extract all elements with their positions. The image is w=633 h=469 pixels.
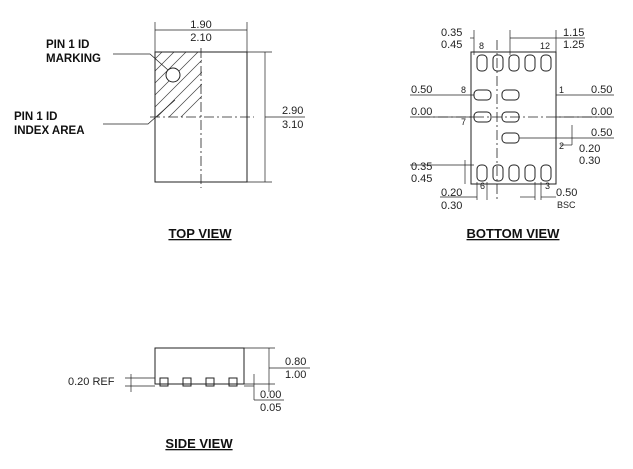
bv-pad-len-min-bottom: 0.35 [411, 161, 432, 173]
bv-left-zero: 0.00 [411, 106, 432, 118]
bottom-view: 0.35 0.45 1.15 1.25 0.50 0.00 0.50 0.00 … [410, 27, 614, 241]
bv-pad-len-max-bottom: 0.45 [411, 173, 432, 185]
bottom-view-outline [470, 51, 557, 185]
bv-pad-w-right-min: 0.20 [579, 143, 600, 155]
pin1-index-label-line1: PIN 1 ID [14, 111, 57, 123]
bv-right-offset-top: 0.50 [591, 84, 612, 96]
top-width-min: 1.90 [190, 19, 211, 31]
pin1-marking-label-line1: PIN 1 ID [46, 39, 89, 51]
side-view: 0.20 REF 0.80 1.00 0.00 0.05 SIDE VIEW [68, 347, 310, 451]
pin1-index-leader [103, 99, 176, 125]
pin1-marking-label-line2: MARKING [46, 53, 101, 65]
pin1-marking-leader [113, 53, 169, 71]
side-view-leads [159, 377, 238, 387]
side-pads [473, 89, 520, 144]
pin-label-2: 2 [559, 141, 564, 151]
top-view-title: TOP VIEW [168, 226, 232, 241]
bv-pitch-note: BSC [557, 200, 576, 210]
side-view-title: SIDE VIEW [165, 436, 233, 451]
pin-label-8-top: 8 [479, 41, 484, 51]
bottom-pad-row [476, 164, 552, 182]
bv-pad-w-right-max: 0.30 [579, 155, 600, 167]
bv-pad-w-max: 0.30 [441, 200, 462, 212]
top-pad-row [476, 54, 552, 72]
pin1-marking-dot [165, 67, 181, 83]
side-standoff-min: 0.00 [260, 389, 281, 401]
pin-label-1: 1 [559, 85, 564, 95]
pin-label-7: 7 [461, 117, 466, 127]
side-ref-label: 0.20 REF [68, 376, 115, 388]
top-view: 1.90 2.10 2.90 3.10 PIN 1 ID MARKING PIN… [14, 19, 305, 241]
pin-label-12: 12 [540, 41, 550, 51]
side-view-body [154, 347, 245, 385]
pin-label-6: 6 [480, 181, 485, 191]
bv-span-min: 1.15 [563, 27, 584, 39]
top-length-max: 3.10 [282, 119, 303, 131]
side-height-min: 0.80 [285, 356, 306, 368]
top-length-min: 2.90 [282, 105, 303, 117]
bv-right-offset-bottom: 0.50 [591, 127, 612, 139]
bv-pad-w-min: 0.20 [441, 187, 462, 199]
side-height-max: 1.00 [285, 369, 306, 381]
pin-label-8: 8 [461, 85, 466, 95]
pin1-index-label-line2: INDEX AREA [14, 125, 85, 137]
bv-pad-len-min: 0.35 [441, 27, 462, 39]
pin-label-3: 3 [545, 181, 550, 191]
top-width-max: 2.10 [190, 32, 211, 44]
bv-span-max: 1.25 [563, 39, 584, 51]
bottom-view-title: BOTTOM VIEW [467, 226, 561, 241]
bv-pad-len-max: 0.45 [441, 39, 462, 51]
bv-pitch: 0.50 [556, 187, 577, 199]
bv-left-offset: 0.50 [411, 84, 432, 96]
side-standoff-max: 0.05 [260, 402, 281, 414]
bv-right-zero: 0.00 [591, 106, 612, 118]
